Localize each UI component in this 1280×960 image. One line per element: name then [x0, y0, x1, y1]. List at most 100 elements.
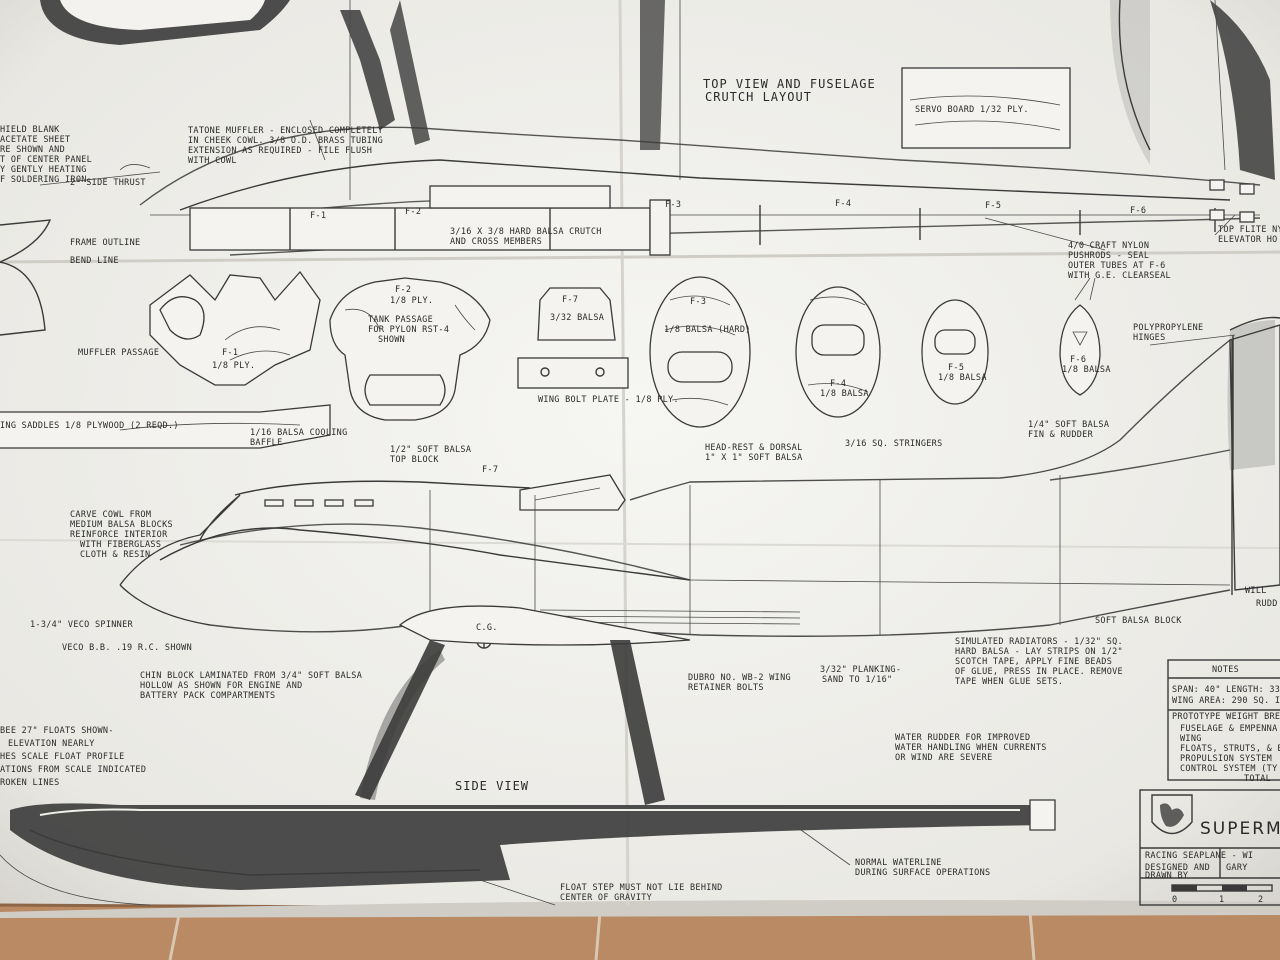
chin-block-note: CHIN BLOCK LAMINATED FROM 3/4" SOFT BALS… — [140, 671, 362, 681]
paper-edge — [0, 899, 1280, 918]
former-f6 — [1059, 304, 1101, 396]
f2-ply-label: 1/8 PLY. — [390, 296, 433, 306]
tank-passage-label-3: SHOWN — [378, 335, 405, 345]
plan-subtitle: RACING SEAPLANE - WI — [1145, 851, 1253, 861]
pushrod-note: 4/0 CRAFT NYLON — [1068, 241, 1149, 251]
notes-weight-total: TOTAL — [1244, 774, 1271, 784]
f1-crutch-label: F-1 — [310, 211, 326, 221]
waterline-note-2: DURING SURFACE OPERATIONS — [855, 868, 990, 878]
top-view-fuselage — [0, 0, 1275, 336]
cowl-note: CARVE COWL FROM — [70, 510, 151, 520]
pushrod-note-3: OUTER TUBES AT F-6 — [1068, 261, 1166, 271]
servo-board — [901, 67, 1071, 149]
radiator-note-5: TAPE WHEN GLUE SETS. — [955, 677, 1063, 687]
wing-bolt-label: WING BOLT PLATE - 1/8 PLY. — [538, 395, 679, 405]
crutch-label: 3/16 X 3/8 HARD BALSA CRUTCH — [450, 227, 602, 237]
f2-crutch-label: F-2 — [405, 207, 421, 217]
planking-note: 3/32" PLANKING- — [820, 665, 901, 675]
topflite-note-2: ELEVATOR HO — [1218, 235, 1278, 245]
title-block — [1139, 789, 1280, 906]
notes-weight-2: WING — [1180, 734, 1202, 744]
soft-block-note: SOFT BALSA BLOCK — [1095, 616, 1182, 626]
cooling-baffle-note-2: BAFFLE — [250, 438, 283, 448]
floats-note: BEE 27" FLOATS SHOWN- — [0, 726, 114, 736]
floats-note-4: ATIONS FROM SCALE INDICATED — [0, 765, 146, 775]
servo-board-label: SERVO BOARD 1/32 PLY. — [915, 105, 1029, 115]
notes-weight-5: CONTROL SYSTEM (TY — [1180, 764, 1278, 774]
fold-line — [0, 250, 1280, 264]
muffler-note-2: IN CHEEK COWL. 3/8 O.D. BRASS TUBING — [188, 136, 383, 146]
f1-label: F-1 — [222, 348, 238, 358]
f6-crutch-label: F-6 — [1130, 206, 1146, 216]
drawn-label: DRAWN BY — [1145, 871, 1188, 881]
cowl-note-2: MEDIUM BALSA BLOCKS — [70, 520, 173, 530]
muffler-note: TATONE MUFFLER - ENCLOSED COMPLETELY — [188, 126, 383, 136]
frame-outline-label: FRAME OUTLINE — [70, 238, 140, 248]
f4-label: F-4 — [830, 379, 846, 389]
notes-weight-heading: PROTOTYPE WEIGHT BRE — [1172, 712, 1280, 722]
notes-heading: NOTES — [1212, 665, 1239, 675]
shield-note-2: ACETATE SHEET — [0, 135, 70, 145]
notes-weight-1: FUSELAGE & EMPENNA — [1180, 724, 1278, 734]
saddles-label: ING SADDLES 1/8 PLYWOOD (2 REQD.) — [0, 421, 179, 431]
spinner-note: 1-3/4" VECO SPINNER — [30, 620, 134, 630]
fold-line — [0, 539, 1280, 549]
tank-passage-label: TANK PASSAGE — [368, 315, 433, 325]
planking-note-2: SAND TO 1/16" — [822, 675, 892, 685]
plan-title: SUPERMA — [1200, 819, 1280, 839]
top-block-note-2: TOP BLOCK — [390, 455, 439, 465]
f7-side-label: F-7 — [482, 465, 498, 475]
formers-row — [0, 270, 1280, 470]
f4-balsa-label: 1/8 BALSA — [820, 389, 869, 399]
stringers-note: 3/16 SQ. STRINGERS — [845, 439, 943, 449]
radiator-note-2: HARD BALSA - LAY STRIPS ON 1/2" — [955, 647, 1123, 657]
fin-note-2: FIN & RUDDER — [1028, 430, 1094, 440]
shield-note-3: RE SHOWN AND — [0, 145, 65, 155]
wing-saddle — [0, 404, 331, 449]
notes-length: LENGTH: 33 — [1226, 685, 1280, 695]
side-view-fuselage — [119, 324, 1280, 805]
f3-label: F-3 — [690, 297, 706, 307]
notes-weight-3: FLOATS, STRUTS, & BR — [1180, 744, 1280, 754]
floats-note-3: HES SCALE FLOAT PROFILE — [0, 752, 125, 762]
f1-ply-label: 1/8 PLY. — [212, 361, 255, 371]
dubro-note: DUBRO NO. WB-2 WING — [688, 673, 791, 683]
f7-label: F-7 — [562, 295, 578, 305]
will-label: WILL — [1245, 586, 1267, 596]
cg-label: C.G. — [476, 623, 498, 633]
f5-balsa-label: 1/8 BALSA — [938, 373, 987, 383]
shield-note-6: F SOLDERING IRON. — [0, 175, 92, 185]
tank-passage-label-2: FOR PYLON RST-4 — [368, 325, 449, 335]
top-view-title: TOP VIEW AND FUSELAGE — [703, 77, 876, 91]
f6-label: F-6 — [1070, 355, 1086, 365]
side-thrust-label: 2° SIDE THRUST — [70, 178, 146, 188]
scale-1: 1 — [1219, 895, 1224, 905]
notes-area: WING AREA: 290 SQ. IN. — [1172, 696, 1280, 706]
hinges-note-2: HINGES — [1133, 333, 1166, 343]
waterline-note: NORMAL WATERLINE — [855, 858, 942, 868]
wing-bolt-plate — [517, 357, 629, 389]
bend-line-label: BEND LINE — [70, 256, 119, 266]
top-block-note: 1/2" SOFT BALSA — [390, 445, 471, 455]
f2-label: F-2 — [395, 285, 411, 295]
float-step-note: FLOAT STEP MUST NOT LIE BEHIND — [560, 883, 723, 893]
f3-crutch-label: F-3 — [665, 200, 681, 210]
crutch-label-2: AND CROSS MEMBERS — [450, 237, 542, 247]
muffler-note-4: WITH COWL — [188, 156, 237, 166]
scale-2: 2 — [1258, 895, 1263, 905]
pushrod-note-4: WITH G.E. CLEARSEAL — [1068, 271, 1171, 281]
cowl-note-5: CLOTH & RESIN — [80, 550, 150, 560]
f7-balsa-label: 3/32 BALSA — [550, 313, 604, 323]
water-rudder-note: WATER RUDDER FOR IMPROVED — [895, 733, 1030, 743]
muffler-note-3: EXTENSION AS REQUIRED - FILE FLUSH — [188, 146, 372, 156]
shield-note-4: T OF CENTER PANEL — [0, 155, 92, 165]
fold-line — [618, 0, 630, 906]
designer-name: GARY — [1226, 863, 1248, 873]
f6-balsa-label: 1/8 BALSA — [1062, 365, 1111, 375]
f4-crutch-label: F-4 — [835, 199, 851, 209]
lion-crest-icon — [1151, 794, 1193, 835]
floats-note-5: ROKEN LINES — [0, 778, 60, 788]
rudd-label: RUDD — [1256, 599, 1278, 609]
